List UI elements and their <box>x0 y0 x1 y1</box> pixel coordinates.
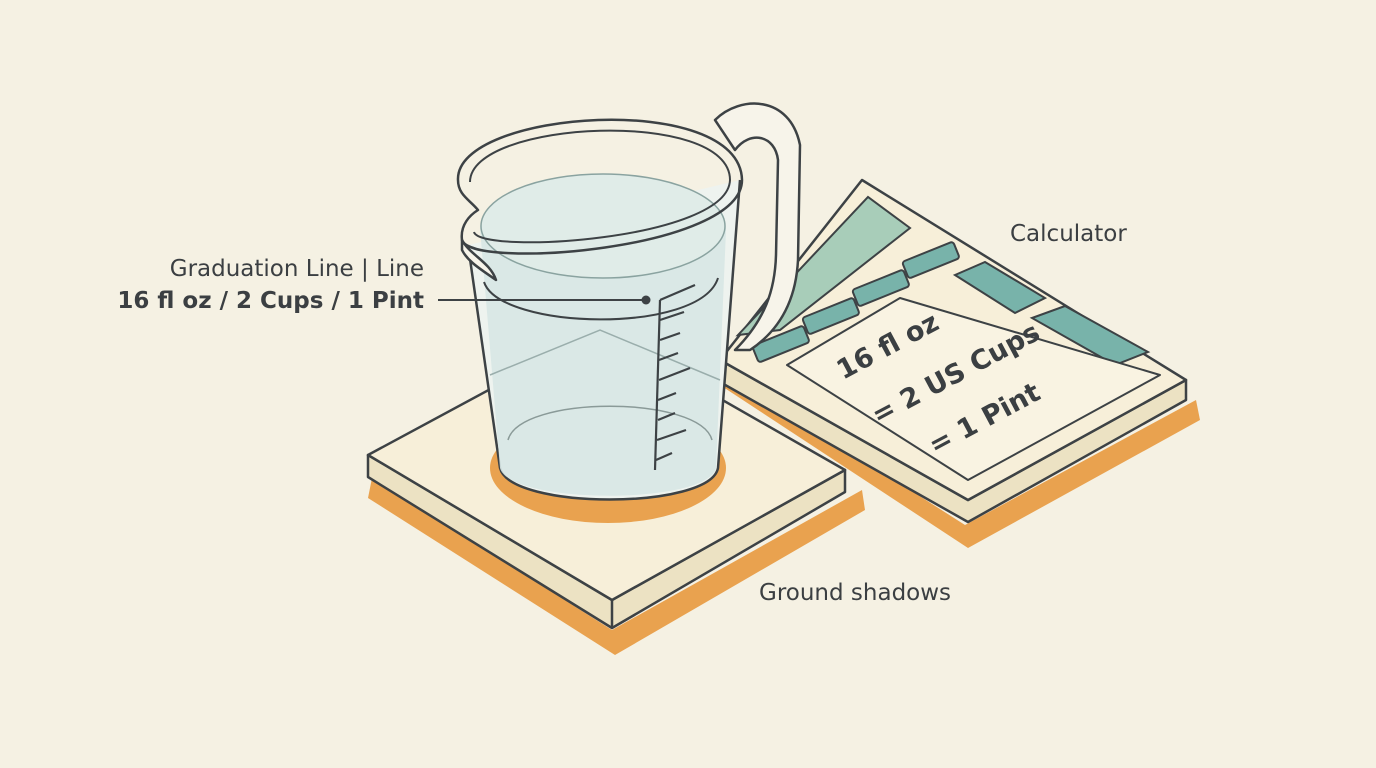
measuring-cup <box>456 102 802 501</box>
graduation-value-label: 16 fl oz / 2 Cups / 1 Pint <box>117 288 424 314</box>
refraction-line <box>489 329 721 381</box>
cup-spout <box>460 238 498 282</box>
calculator-label: Calculator <box>1010 221 1127 247</box>
calculator-key-large <box>952 260 1048 315</box>
graduation-line-label: Graduation Line | Line <box>169 256 424 282</box>
water-surface <box>480 173 726 279</box>
calculator-ground-shadow <box>720 370 1200 548</box>
calculator-key-large <box>1029 304 1151 367</box>
ground-shadows-label: Ground shadows <box>759 580 952 606</box>
calculator-key <box>851 269 910 307</box>
calculator-display <box>786 297 1161 481</box>
calculator-key <box>801 297 860 335</box>
calculator-key <box>901 241 960 279</box>
graduation-ring <box>483 277 719 321</box>
cup-rim-inner <box>469 129 732 244</box>
calculator: 16 fl oz = 2 US Cups = 1 Pint <box>718 178 1200 548</box>
calculator-key <box>751 325 810 363</box>
board-ground-shadow <box>368 478 865 655</box>
cup-rim <box>456 118 744 255</box>
cup-bottom-contour <box>507 405 713 441</box>
graduation-scale <box>653 283 696 471</box>
cup-handle <box>713 102 802 352</box>
